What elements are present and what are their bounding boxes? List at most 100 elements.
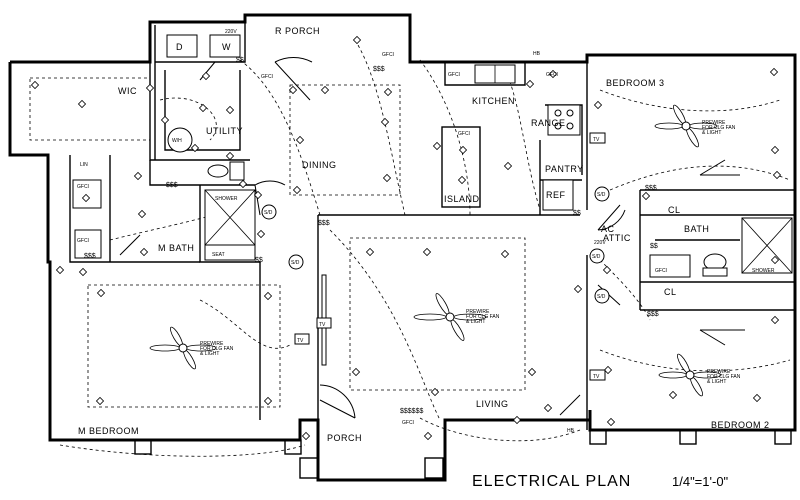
lighting-circuits bbox=[29, 39, 791, 457]
svg-text:$$$: $$$ bbox=[373, 66, 385, 73]
room-labels: R PORCH WIC UTILITY DINING KITCHEN RANGE… bbox=[78, 26, 770, 443]
light-fixture-icon bbox=[263, 291, 273, 301]
label-utility: UTILITY bbox=[206, 126, 243, 136]
label-bedroom-3: BEDROOM 3 bbox=[606, 78, 665, 88]
light-fixture-icon bbox=[770, 255, 780, 265]
light-fixture-icon bbox=[288, 85, 298, 95]
gfci-top: GFCI bbox=[382, 52, 394, 58]
light-fixture-icon bbox=[641, 191, 651, 201]
fixture-labels: D W W/H SHOWER SEAT SHOWER TV TV TV TV bbox=[172, 42, 775, 381]
label-island: ISLAND bbox=[444, 194, 480, 204]
light-fixture-icon bbox=[430, 387, 440, 397]
light-fixture-icon bbox=[190, 143, 200, 153]
light-fixture-icon bbox=[253, 190, 263, 200]
label-closet-bottom: CL bbox=[664, 287, 677, 297]
svg-text:$$$: $$$ bbox=[166, 182, 178, 189]
light-fixture-icon bbox=[145, 83, 155, 93]
light-fixture-icon bbox=[770, 145, 780, 155]
light-fixture-icon bbox=[292, 185, 302, 195]
light-fixture-icon bbox=[772, 170, 782, 180]
label-wic: WIC bbox=[118, 86, 137, 96]
plan-scale: 1/4"=1'-0" bbox=[672, 474, 729, 489]
light-fixture-icon bbox=[573, 284, 583, 294]
label-closet-top: CL bbox=[668, 205, 681, 215]
ceiling-fan-m-bedroom bbox=[149, 326, 217, 370]
svg-text:S/D: S/D bbox=[597, 192, 606, 198]
label-ref: REF bbox=[546, 190, 566, 200]
light-fixture-icon bbox=[527, 367, 537, 377]
label-shower-bath: SHOWER bbox=[752, 268, 775, 274]
light-fixture-icon bbox=[256, 229, 266, 239]
gfci-island: GFCI bbox=[458, 131, 470, 137]
light-fixture-icon bbox=[137, 209, 147, 219]
svg-text:$$: $$ bbox=[573, 210, 581, 217]
light-fixture-icon bbox=[500, 249, 510, 259]
svg-text:$$$$$$: $$$$$$ bbox=[400, 408, 423, 415]
svg-text:$$$: $$$ bbox=[645, 185, 657, 192]
label-porch: PORCH bbox=[327, 433, 362, 443]
light-fixture-icon bbox=[225, 105, 235, 115]
gfci-kitchen-1: GFCI bbox=[448, 72, 460, 78]
label-washer: W bbox=[222, 42, 231, 52]
label-dryer: D bbox=[176, 42, 183, 52]
gfci-porch: GFCI bbox=[261, 74, 273, 80]
ceiling-fans bbox=[149, 104, 722, 397]
label-dining: DINING bbox=[302, 160, 337, 170]
svg-text:S/D: S/D bbox=[264, 210, 273, 216]
light-fixture-icon bbox=[351, 367, 361, 377]
gfci-lin-2: GFCI bbox=[77, 238, 89, 244]
light-fixture-icon bbox=[78, 267, 88, 277]
gfci-kitchen-2: GFCI bbox=[546, 72, 558, 78]
label-bedroom-2: BEDROOM 2 bbox=[711, 420, 770, 430]
light-fixture-icon bbox=[770, 315, 780, 325]
light-fixture-icon bbox=[81, 193, 91, 203]
light-fixture-icon bbox=[602, 265, 612, 275]
light-fixture-icon bbox=[352, 35, 362, 45]
label-living: LIVING bbox=[476, 399, 509, 409]
light-fixture-icon bbox=[198, 103, 208, 113]
light-fixture-icon bbox=[752, 393, 762, 403]
light-fixture-icon bbox=[95, 396, 105, 406]
tv-label-3: TV bbox=[319, 322, 326, 328]
label-ac-attic-1: AC bbox=[601, 224, 615, 234]
svg-text:S/D: S/D bbox=[597, 294, 606, 300]
light-fixture-icon bbox=[380, 117, 390, 127]
light-fixture-icon bbox=[382, 173, 392, 183]
gfci-porch-front: GFCI bbox=[402, 420, 414, 426]
ceiling-fan-bedroom-3 bbox=[654, 104, 718, 148]
tv-label-2: TV bbox=[593, 374, 600, 380]
light-fixture-icon bbox=[30, 80, 40, 90]
label-r-porch: R PORCH bbox=[275, 26, 320, 36]
washer-box bbox=[209, 34, 241, 58]
light-fixture-icon bbox=[301, 431, 311, 441]
light-fixture-icon bbox=[606, 417, 616, 427]
switch-banks: $$$ $$$ $$$ $$$ $$$ $$$$$$ $$$ $$ $$ $$ … bbox=[84, 57, 659, 415]
light-fixture-icon bbox=[423, 431, 433, 441]
water-heater-circle bbox=[167, 127, 193, 153]
light-fixture-icon bbox=[238, 179, 248, 189]
plan-title: ELECTRICAL PLAN bbox=[472, 473, 631, 490]
tv-label-4: TV bbox=[297, 338, 304, 344]
light-fixtures bbox=[30, 35, 782, 441]
light-fixture-icon bbox=[201, 71, 211, 81]
light-fixture-icon bbox=[543, 403, 553, 413]
svg-text:$$: $$ bbox=[650, 243, 658, 250]
svg-text:$$: $$ bbox=[236, 57, 244, 64]
label-m-bath: M BATH bbox=[158, 243, 194, 253]
svg-text:$$$: $$$ bbox=[647, 311, 659, 318]
light-fixture-icon bbox=[548, 69, 558, 79]
gfci-bath: GFCI bbox=[655, 268, 667, 274]
dryer-box bbox=[166, 34, 198, 58]
light-fixture-icon bbox=[458, 145, 468, 155]
gfci-lin-1: GFCI bbox=[77, 184, 89, 190]
light-fixture-icon bbox=[383, 87, 393, 97]
light-fixture-icon bbox=[769, 67, 779, 77]
ceiling-fan-living bbox=[413, 293, 487, 341]
light-fixture-icon bbox=[320, 85, 330, 95]
light-fixture-icon bbox=[225, 151, 235, 161]
